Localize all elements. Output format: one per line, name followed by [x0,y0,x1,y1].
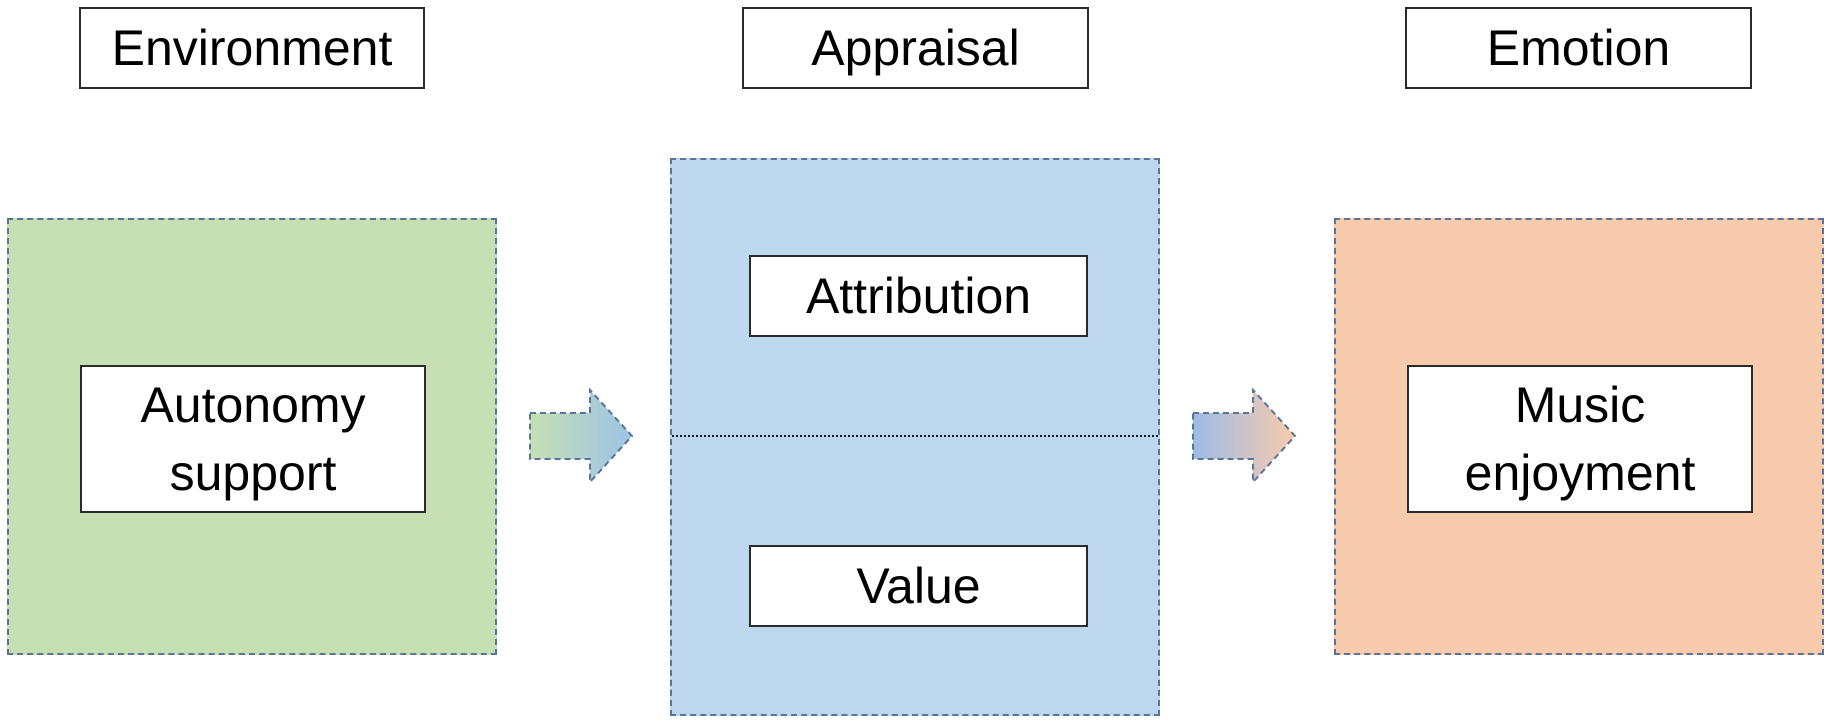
environment-heading: Environment [79,7,425,89]
appraisal-to-emotion-arrow [1192,387,1297,485]
music-enjoyment-box: Music enjoyment [1407,365,1753,513]
value-box: Value [749,545,1088,627]
emotion-heading: Emotion [1405,7,1752,89]
appraisal-heading: Appraisal [742,7,1089,89]
autonomy-support-box: Autonomy support [80,365,426,513]
appraisal-panel: Attribution Value [670,158,1160,716]
appraisal-divider [672,435,1158,437]
environment-to-appraisal-arrow [529,387,634,485]
attribution-box: Attribution [749,255,1088,337]
emotion-panel: Music enjoyment [1334,218,1824,655]
environment-panel: Autonomy support [7,218,497,655]
